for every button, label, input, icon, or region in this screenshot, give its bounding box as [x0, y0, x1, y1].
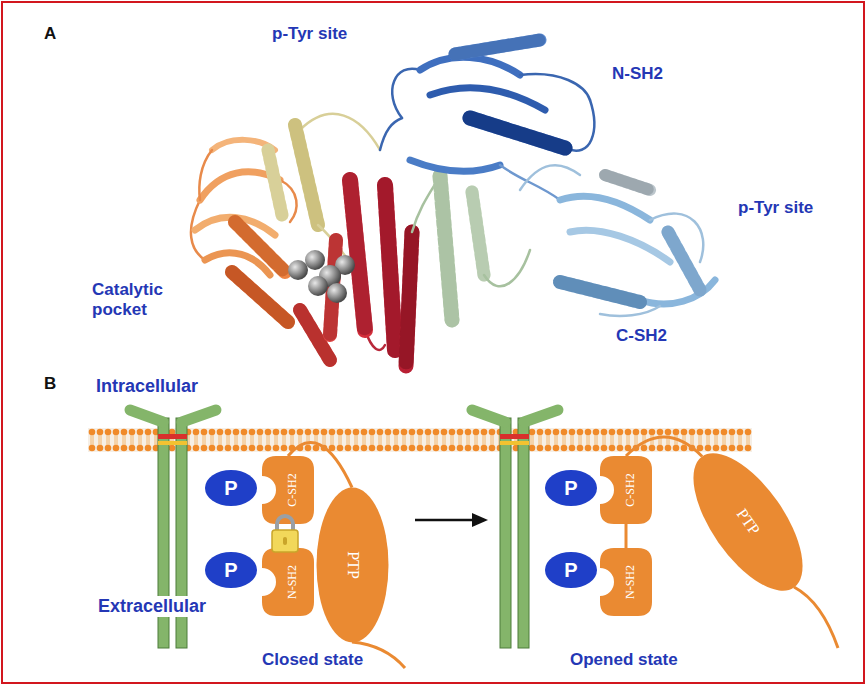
sh2-domain: C-SH2 [262, 456, 314, 524]
node-text: C-SH2 [285, 473, 300, 506]
node-text: P [224, 559, 237, 582]
sh2-domain: C-SH2 [600, 456, 652, 524]
site-label: p-Tyr site [738, 198, 813, 218]
domain-label: C-SH2 [616, 326, 667, 346]
node-text: C-SH2 [623, 473, 638, 506]
node-text: P [224, 477, 237, 500]
node-text: PTP [343, 551, 361, 579]
node-text: N-SH2 [285, 565, 300, 599]
node-text: P [564, 477, 577, 500]
phospho-site: P [205, 552, 257, 588]
state-label: Opened state [570, 650, 678, 670]
domain-label: N-SH2 [612, 64, 663, 84]
side-label: Intracellular [96, 376, 198, 397]
padlock-icon [268, 512, 302, 556]
linker-line [626, 437, 702, 456]
site-label: p-Tyr site [272, 24, 347, 44]
state-label: Closed state [262, 650, 363, 670]
pocket-label: Catalytic pocket [92, 280, 202, 319]
sh2-domain: N-SH2 [262, 548, 314, 616]
node-text: P [564, 559, 577, 582]
ptp-domain: PTP [316, 488, 388, 643]
side-label: Extracellular [96, 596, 208, 617]
node-text: N-SH2 [623, 565, 638, 599]
linker-line [625, 524, 628, 548]
ptp-domain: PTP [673, 436, 824, 608]
phospho-site: P [205, 470, 257, 506]
node-text: PTP [733, 506, 764, 539]
phospho-site: P [545, 552, 597, 588]
sh2-domain: N-SH2 [600, 548, 652, 616]
panel-letter: B [44, 374, 56, 394]
panel-letter: A [44, 24, 56, 44]
phospho-site: P [545, 470, 597, 506]
